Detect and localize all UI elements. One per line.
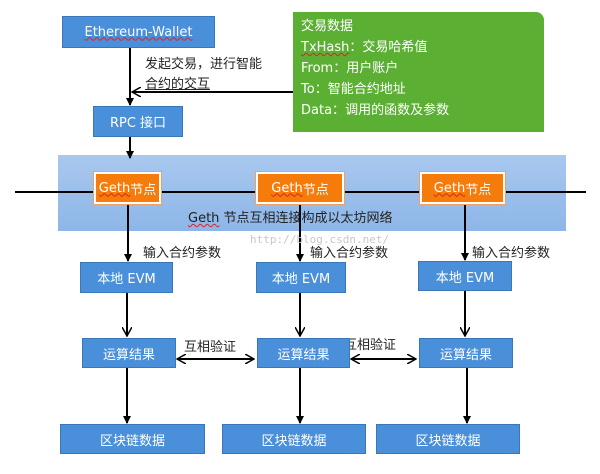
rpc-interface-box: RPC 接口 — [93, 106, 183, 137]
tx-field-from: From：用户账户 — [301, 61, 399, 76]
tx-field-data: Data：调用的函数及参数 — [301, 103, 450, 118]
local-evm-box-1: 本地 EVM — [80, 262, 173, 293]
verify-label-1: 互相验证 — [184, 340, 237, 355]
transaction-data-box: 交易数据 TxHash：交易哈希值 From：用户账户 To：智能合约地址 Da… — [293, 12, 544, 132]
result-label-2: 运算结果 — [277, 347, 330, 363]
initiate-transaction-line1: 发起交易，进行智能 — [145, 57, 263, 72]
input-params-label-1: 输入合约参数 — [143, 246, 222, 261]
input-params-label-2: 输入合约参数 — [310, 246, 389, 261]
geth-node-1: Geth 节点 — [93, 171, 162, 205]
local-evm-box-3: 本地 EVM — [418, 261, 512, 291]
initiate-transaction-label: 发起交易，进行智能 合约的交互 — [145, 55, 262, 95]
network-caption: Geth 节点互相连接构成以太坊网络 — [188, 207, 393, 226]
blockchain-data-box-2: 区块链数据 — [222, 424, 366, 454]
geth-node-3-rest: 节点 — [465, 182, 492, 198]
local-evm-label-3: 本地 EVM — [435, 270, 495, 286]
geth-node-2: Geth 节点 — [255, 171, 345, 205]
geth-node-3: Geth 节点 — [419, 171, 506, 205]
result-box-1: 运算结果 — [82, 338, 176, 368]
ethereum-wallet-label: Ethereum-Wallet — [84, 24, 193, 40]
geth-node-3-prefix: Geth — [433, 180, 466, 196]
result-label-1: 运算结果 — [102, 347, 155, 363]
initiate-transaction-line2: 合约的交互 — [145, 77, 211, 92]
geth-node-2-prefix: Geth — [271, 180, 303, 196]
watermark: http://blog.csdn.net/ — [250, 233, 390, 246]
ethereum-wallet-box: Ethereum-Wallet — [62, 16, 215, 48]
blockchain-data-box-3: 区块链数据 — [376, 424, 520, 454]
blockchain-data-label-2: 区块链数据 — [261, 433, 327, 449]
network-caption-rest: 节点互相连接构成以太坊网络 — [219, 211, 393, 226]
local-evm-label-1: 本地 EVM — [97, 272, 156, 287]
network-caption-prefix: Geth — [188, 211, 220, 226]
blockchain-data-box-1: 区块链数据 — [60, 424, 205, 454]
local-evm-label-2: 本地 EVM — [271, 272, 331, 287]
verify-label-2: 互相验证 — [344, 338, 397, 353]
input-params-label-3: 输入合约参数 — [472, 246, 551, 261]
local-evm-box-2: 本地 EVM — [256, 262, 346, 293]
geth-node-2-rest: 节点 — [302, 182, 329, 198]
geth-node-1-prefix: Geth — [98, 180, 131, 196]
tx-field-txhash: TxHash：交易哈希值 — [301, 40, 428, 55]
result-label-3: 运算结果 — [439, 347, 492, 363]
transaction-data-title: 交易数据 — [301, 19, 354, 34]
rpc-interface-label: RPC 接口 — [109, 116, 167, 131]
geth-node-1-rest: 节点 — [130, 182, 157, 198]
blockchain-data-label-3: 区块链数据 — [415, 433, 481, 449]
result-box-3: 运算结果 — [419, 338, 513, 368]
blockchain-data-label-1: 区块链数据 — [99, 433, 165, 449]
result-box-2: 运算结果 — [257, 338, 350, 368]
tx-field-to: To：智能合约地址 — [301, 82, 406, 97]
